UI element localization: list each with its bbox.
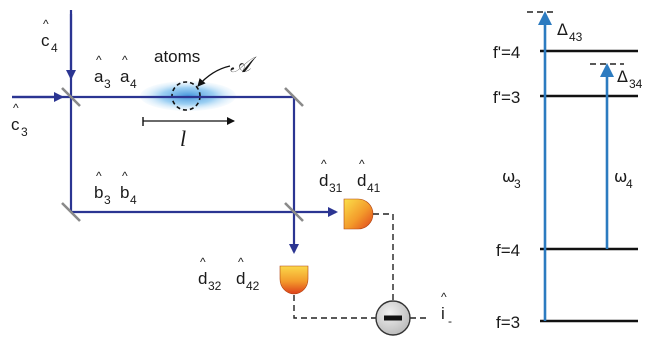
svg-text:41: 41	[367, 181, 381, 195]
svg-text:i: i	[441, 304, 445, 323]
svg-text:c: c	[11, 115, 20, 134]
svg-text:^: ^	[321, 157, 327, 171]
svg-text:d: d	[236, 269, 245, 288]
length-symbol: l	[180, 126, 186, 151]
svg-text:^: ^	[96, 169, 102, 183]
mirror-bottom-left	[61, 202, 81, 222]
label-d41: ^ d 41	[357, 157, 381, 195]
label-d31: ^ d 31	[319, 157, 343, 195]
svg-text:^: ^	[13, 101, 19, 115]
detector-1	[343, 198, 374, 230]
svg-text:3: 3	[104, 77, 111, 91]
svg-text:42: 42	[246, 279, 260, 293]
svg-text:34: 34	[629, 77, 643, 91]
svg-text:Δ: Δ	[617, 67, 628, 86]
svg-text:ω: ω	[502, 167, 515, 186]
area-symbol: 𝒜	[230, 52, 257, 77]
label-delta43: Δ 43	[557, 20, 583, 44]
svg-text:^: ^	[122, 169, 128, 183]
svg-text:ω: ω	[614, 167, 627, 186]
svg-text:4: 4	[130, 77, 137, 91]
svg-text:^: ^	[43, 17, 49, 31]
label-b3: ^ b 3	[94, 169, 111, 207]
label-c3: ^ c 3	[11, 101, 28, 139]
svg-text:31: 31	[329, 181, 343, 195]
svg-text:d: d	[319, 171, 328, 190]
svg-text:a: a	[120, 67, 130, 86]
atoms-label: atoms	[154, 47, 200, 66]
svg-text:^: ^	[359, 157, 365, 171]
label-d42: ^ d 42	[236, 255, 260, 293]
label-d32: ^ d 32	[198, 255, 222, 293]
svg-text:43: 43	[569, 30, 583, 44]
label-c4: ^ c 4	[41, 17, 58, 55]
svg-text:4: 4	[626, 177, 633, 191]
svg-text:d: d	[198, 269, 207, 288]
label-f4: f=4	[496, 241, 520, 260]
beam-splitter-output	[284, 202, 304, 222]
svg-text:32: 32	[208, 279, 222, 293]
svg-text:Δ: Δ	[557, 20, 568, 39]
svg-text:-: -	[448, 314, 452, 328]
area-pointer-arrow	[197, 65, 231, 87]
svg-text:b: b	[94, 183, 103, 202]
svg-text:b: b	[120, 183, 129, 202]
label-omega3: ω 3	[502, 167, 521, 191]
label-a3: ^ a 3	[94, 53, 111, 91]
minus-icon	[384, 315, 402, 321]
label-b4: ^ b 4	[120, 169, 137, 207]
wire-detector-2	[293, 295, 376, 319]
svg-text:3: 3	[514, 177, 521, 191]
svg-text:^: ^	[122, 53, 128, 67]
svg-text:^: ^	[96, 53, 102, 67]
label-a4: ^ a 4	[120, 53, 137, 91]
wire-detector-1	[373, 213, 394, 318]
label-fp4: f'=4	[493, 43, 520, 62]
svg-text:d: d	[357, 171, 366, 190]
svg-text:c: c	[41, 31, 50, 50]
svg-text:3: 3	[21, 125, 28, 139]
detector-2	[279, 265, 309, 295]
mirror-top-right	[284, 87, 304, 107]
label-omega4: ω 4	[614, 167, 633, 191]
svg-text:a: a	[94, 67, 104, 86]
svg-text:^: ^	[441, 290, 447, 304]
label-f3: f=3	[496, 313, 520, 332]
label-fp3: f'=3	[493, 88, 520, 107]
svg-text:4: 4	[51, 41, 58, 55]
beam-splitter-input	[61, 87, 81, 107]
svg-text:^: ^	[200, 255, 206, 269]
label-delta34: Δ 34	[617, 67, 643, 91]
svg-text:3: 3	[104, 193, 111, 207]
svg-text:4: 4	[130, 193, 137, 207]
svg-text:^: ^	[238, 255, 244, 269]
label-i-minus: ^ i -	[441, 290, 452, 328]
